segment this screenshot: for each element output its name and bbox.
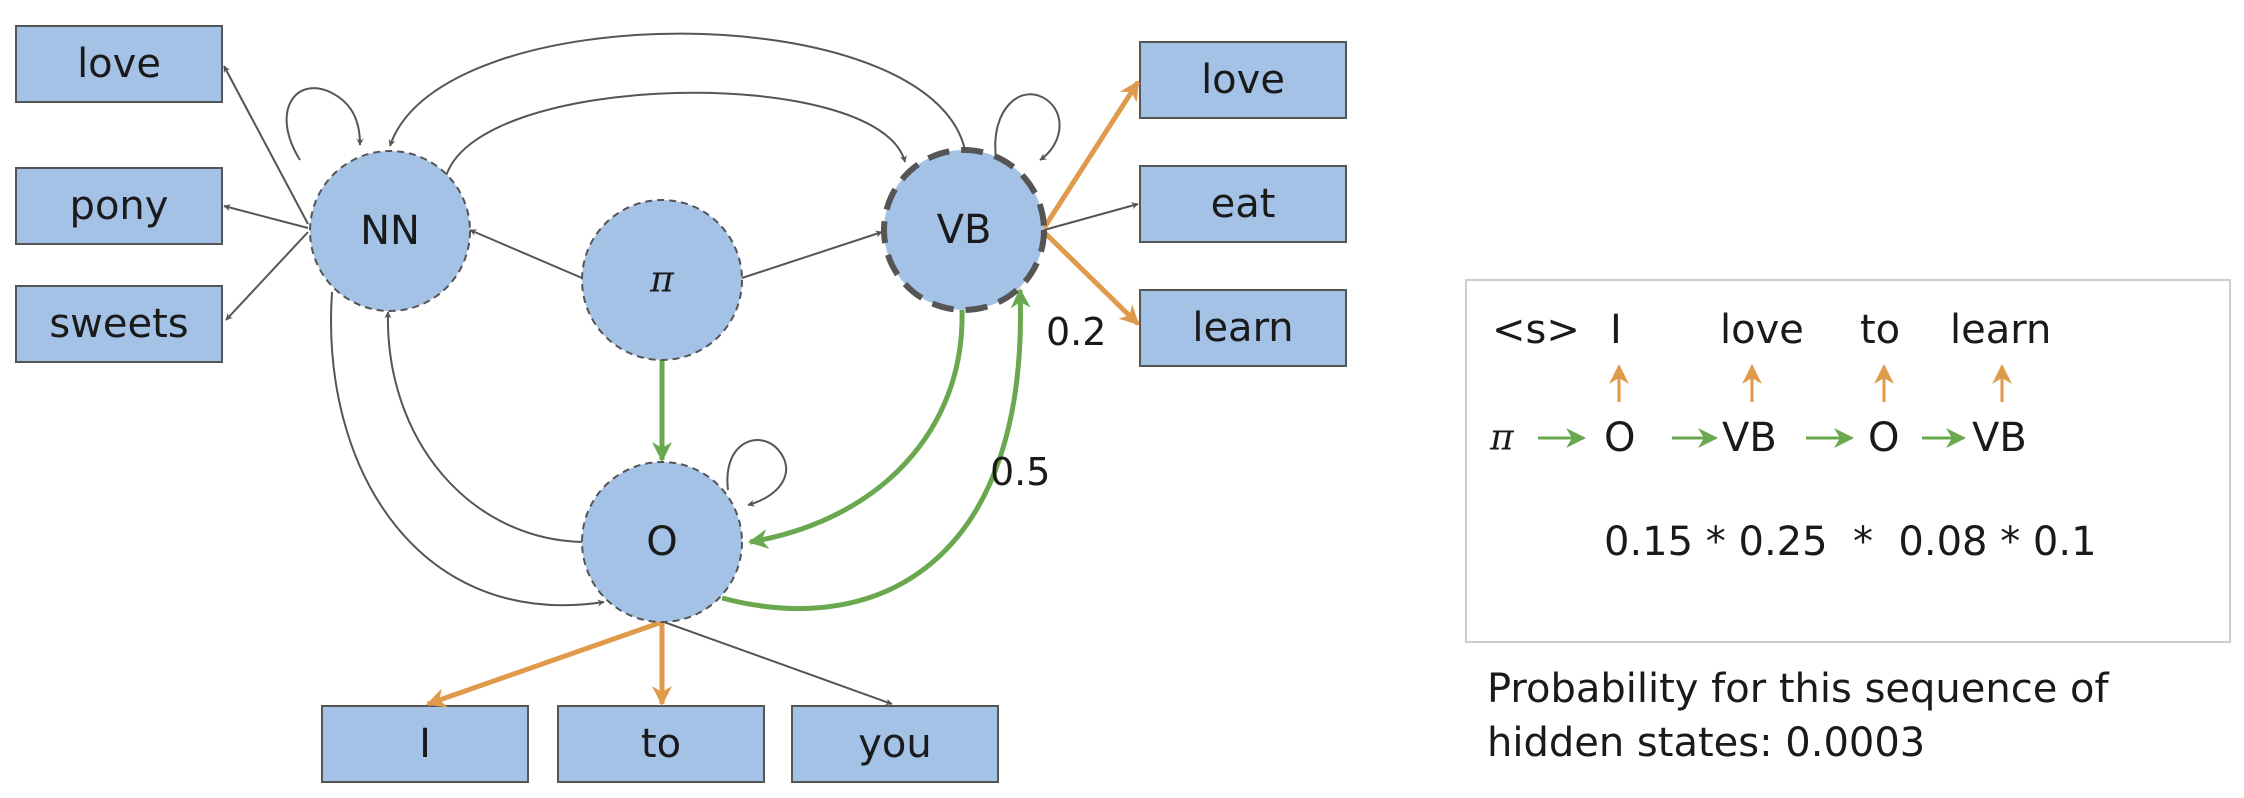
state-node-o — [581, 461, 743, 623]
edge-vb-emit-learn — [1042, 230, 1140, 326]
emission-box-o-to — [557, 705, 765, 783]
state-label-o: O — [646, 519, 677, 565]
sequence-word: I — [1610, 307, 1622, 353]
edge-vb-eat — [1043, 202, 1139, 231]
edge-nn-sweets — [225, 231, 309, 321]
gray-emission-edges — [223, 65, 1139, 706]
sequence-word: learn — [1950, 307, 2051, 353]
orange-emission-edges — [426, 80, 1141, 708]
probability-caption: Probability for this sequence of hidden … — [1487, 662, 2187, 770]
self-loop-nn — [285, 87, 364, 161]
caption-line-1: Probability for this sequence of — [1487, 666, 2109, 712]
sequence-tag: O — [1604, 415, 1635, 461]
emission-label: love — [77, 41, 161, 87]
emission-box-vb-eat — [1139, 165, 1347, 243]
sequence-tag: VB — [1722, 415, 1777, 461]
edge-o-to-vb — [721, 288, 1031, 612]
emission-box-o-i — [321, 705, 529, 783]
sequence-word: love — [1720, 307, 1804, 353]
edge-nn-to-vb — [444, 91, 907, 181]
edge-pi-to-vb — [741, 230, 883, 279]
sequence-tag: O — [1868, 415, 1899, 461]
state-node-pi — [581, 199, 743, 361]
state-node-vb — [881, 147, 1047, 313]
state-label-vb: VB — [937, 207, 992, 253]
emission-box-nn-sweets — [15, 285, 223, 363]
nn-emissions: love pony sweets — [15, 25, 223, 363]
vb-emissions: love eat learn — [1139, 41, 1347, 367]
emission-label: I — [419, 721, 431, 767]
edge-nn-to-o — [330, 291, 605, 607]
emission-label: you — [858, 721, 932, 767]
edge-nn-love — [223, 65, 309, 225]
probability-expression: 0.15 * 0.25 * 0.08 * 0.1 — [1604, 519, 2097, 565]
emission-label: to — [641, 721, 681, 767]
self-loop-o — [726, 439, 788, 507]
emission-box-o-you — [791, 705, 999, 783]
self-loop-vb — [994, 93, 1061, 161]
state-label-pi: π — [649, 260, 675, 301]
emission-label: sweets — [49, 301, 188, 347]
edge-pi-to-nn — [469, 229, 583, 279]
caption-line-2: hidden states: 0.0003 — [1487, 720, 1926, 766]
edge-o-emit-i — [426, 619, 663, 708]
emission-label: love — [1201, 57, 1285, 103]
sequence-panel-frame — [1465, 279, 2231, 643]
emission-box-nn-love — [15, 25, 223, 103]
emission-label: pony — [70, 183, 169, 229]
emission-box-vb-learn — [1139, 289, 1347, 367]
emission-box-vb-love — [1139, 41, 1347, 119]
edge-vb-emit-love — [1041, 80, 1141, 230]
edge-vb-to-nn — [388, 32, 966, 151]
sequence-word-start: <s> — [1492, 307, 1580, 353]
emission-label: eat — [1211, 181, 1276, 227]
edge-o-to-nn — [384, 311, 585, 543]
emission-label: learn — [1192, 305, 1293, 351]
emission-box-nn-pony — [15, 167, 223, 245]
edge-prob-vb-learn: 0.2 — [1046, 310, 1106, 354]
gray-transition-edges — [285, 32, 1061, 607]
green-transition-edges — [652, 288, 1031, 612]
state-node-nn — [309, 150, 471, 312]
sequence-pi: π — [1489, 418, 1515, 459]
sequence-tag: VB — [1972, 415, 2027, 461]
state-nodes: NN π VB O — [309, 147, 1047, 623]
edge-vb-to-o — [748, 309, 965, 549]
sequence-panel: <s> I love to learn π O VB O VB 0.15 * 0… — [1465, 279, 2231, 643]
edge-nn-pony — [223, 204, 309, 229]
state-label-nn: NN — [360, 208, 420, 254]
edge-prob-o-vb: 0.5 — [990, 450, 1050, 494]
edge-o-you — [663, 621, 893, 706]
sequence-word: to — [1860, 307, 1900, 353]
o-emissions: I to you — [321, 705, 999, 783]
